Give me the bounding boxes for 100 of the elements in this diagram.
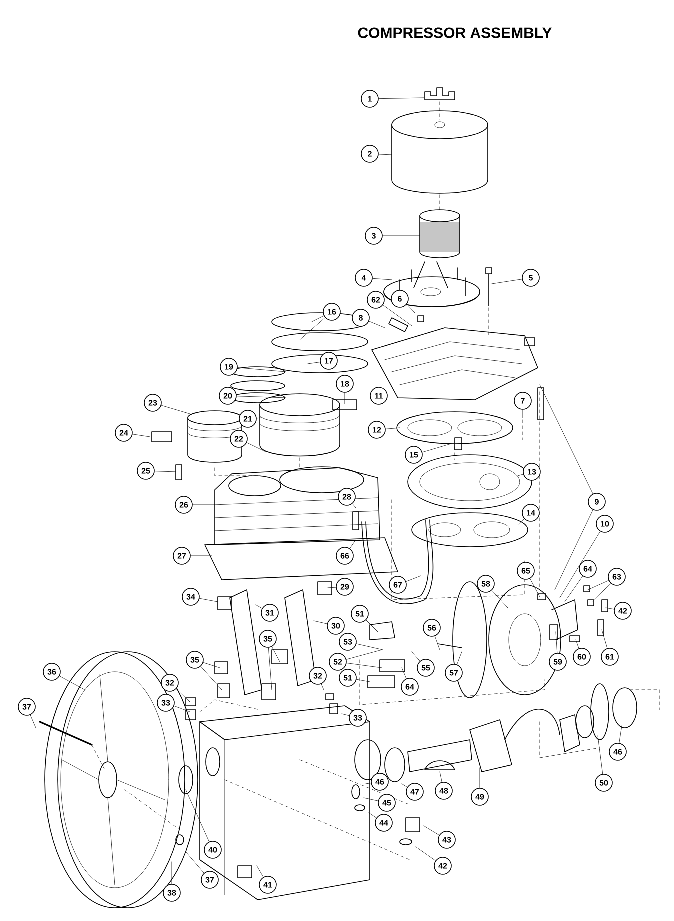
- leader-line: [30, 714, 36, 728]
- callout-number: 59: [549, 653, 567, 671]
- leader-line: [203, 662, 220, 668]
- leader-line: [236, 396, 286, 398]
- callout-number: 64: [579, 560, 597, 578]
- leader-line: [412, 652, 420, 662]
- leader-line: [554, 510, 594, 590]
- leader-line: [564, 576, 584, 602]
- leader-line: [424, 826, 440, 836]
- leader-line: [161, 405, 190, 414]
- callout-number: 8: [352, 309, 370, 327]
- callout-number: 27: [173, 547, 191, 565]
- leader-line: [598, 736, 604, 774]
- callout-number: 10: [596, 515, 614, 533]
- callout-number: 23: [144, 394, 162, 412]
- callout-number: 42: [614, 602, 632, 620]
- leader-line: [60, 676, 86, 690]
- callout-number: 21: [239, 410, 257, 428]
- leader-line: [366, 620, 378, 632]
- callout-number: 24: [115, 424, 133, 442]
- leader-line: [385, 380, 396, 390]
- callout-number: 51: [351, 605, 369, 623]
- callout-number: 9: [588, 493, 606, 511]
- leader-line: [346, 650, 382, 660]
- callout-number: 65: [517, 562, 535, 580]
- callout-number: 25: [137, 462, 155, 480]
- leader-line: [321, 684, 324, 690]
- leader-line: [256, 418, 262, 419]
- callout-number: 22: [230, 430, 248, 448]
- callout-number: 5: [522, 269, 540, 287]
- callout-number: 43: [438, 831, 456, 849]
- callout-number: 17: [320, 352, 338, 370]
- leader-line: [402, 668, 407, 679]
- leader-line: [272, 646, 280, 662]
- callout-number: 3: [365, 227, 383, 245]
- callout-number: 57: [445, 664, 463, 682]
- leader-line: [402, 784, 408, 788]
- callout-number: 34: [182, 588, 200, 606]
- leader-line: [369, 321, 386, 328]
- callout-number: 6: [391, 290, 409, 308]
- leader-line: [456, 652, 462, 665]
- callout-number: 35: [186, 651, 204, 669]
- leader-line: [346, 663, 382, 668]
- leader-line: [314, 620, 328, 624]
- leader-line: [200, 666, 222, 690]
- leader-line: [602, 630, 608, 649]
- callout-number: 2: [361, 145, 379, 163]
- callout-number: 32: [309, 667, 327, 685]
- leader-line: [560, 531, 601, 598]
- callout-number: 63: [608, 568, 626, 586]
- leader-line: [592, 583, 612, 604]
- callout-number: 66: [336, 547, 354, 565]
- leader-line: [256, 866, 264, 878]
- callout-number: 14: [522, 504, 540, 522]
- callout-number: 38: [163, 884, 181, 902]
- leader-line: [356, 644, 384, 650]
- leader-line: [378, 98, 424, 100]
- leader-line: [378, 154, 392, 156]
- leader-line: [440, 772, 442, 782]
- leader-line: [518, 474, 524, 476]
- leader-line: [308, 362, 320, 364]
- callout-number: 62: [367, 291, 385, 309]
- leader-line: [186, 852, 204, 874]
- callout-number: 51: [339, 669, 357, 687]
- leader-line: [192, 504, 216, 506]
- leader-line: [434, 636, 440, 650]
- callout-number: 48: [435, 782, 453, 800]
- callout-number: 53: [339, 633, 357, 651]
- callout-number: 61: [601, 648, 619, 666]
- leader-line: [556, 632, 558, 654]
- callout-number: 13: [523, 463, 541, 481]
- callout-number: 29: [336, 578, 354, 596]
- callout-number: 46: [371, 773, 389, 791]
- leader-line: [300, 318, 326, 340]
- leader-line: [256, 604, 262, 609]
- leader-line: [132, 434, 150, 438]
- callout-number: 15: [405, 446, 423, 464]
- callout-number: 18: [336, 375, 354, 393]
- leader-line: [492, 279, 522, 284]
- callout-number: 19: [220, 358, 238, 376]
- callout-number: 55: [417, 659, 435, 677]
- callout-number: 30: [327, 617, 345, 635]
- callout-number: 12: [368, 421, 386, 439]
- leader-line: [154, 471, 176, 472]
- leader-line: [352, 504, 356, 508]
- callout-number: 64: [401, 678, 419, 696]
- leader-line: [492, 590, 508, 608]
- callout-number: 35: [259, 630, 277, 648]
- callout-number: 1: [361, 90, 379, 108]
- leader-line: [174, 706, 190, 712]
- leader-line: [176, 688, 190, 702]
- callout-number: 67: [389, 576, 407, 594]
- leader-line: [422, 444, 452, 453]
- callout-number: 36: [43, 663, 61, 681]
- leader-line: [530, 578, 540, 598]
- callout-number: 4: [355, 269, 373, 287]
- leader-line: [366, 783, 372, 784]
- leader-line: [312, 316, 324, 322]
- leader-line: [200, 598, 218, 602]
- callout-number: 37: [201, 871, 219, 889]
